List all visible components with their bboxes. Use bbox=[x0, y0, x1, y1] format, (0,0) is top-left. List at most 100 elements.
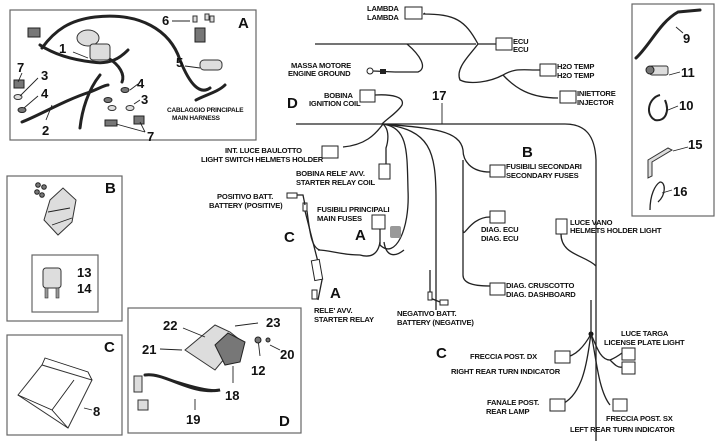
label-main-fuses-en: MAIN FUSES bbox=[317, 214, 362, 223]
callout-18: 18 bbox=[225, 388, 239, 403]
panel-d-starter-relay: D 22 21 23 20 12 18 19 bbox=[127, 307, 302, 434]
panel-c-letter: C bbox=[104, 339, 115, 356]
callout-13: 13 bbox=[77, 265, 91, 280]
label-diag-ecu-it: DIAG. ECU bbox=[481, 225, 519, 234]
connector-starter-relay bbox=[311, 289, 318, 300]
terminal-part bbox=[204, 13, 210, 21]
connector-license-plate-light bbox=[621, 347, 636, 361]
connector-starter-relay-coil bbox=[378, 163, 391, 180]
connector-part bbox=[194, 27, 206, 43]
callout-7: 7 bbox=[147, 129, 154, 144]
connector-ecu bbox=[495, 37, 513, 51]
cable-part bbox=[634, 8, 702, 60]
connector-part bbox=[27, 27, 41, 38]
label-diag-ecu-en: DIAG. ECU bbox=[481, 234, 519, 243]
callout-1: 1 bbox=[59, 41, 66, 56]
label-light-switch-it: INT. LUCE BAULOTTO bbox=[225, 146, 302, 155]
label-engine-ground-en: ENGINE GROUND bbox=[288, 69, 351, 78]
connector-light-switch bbox=[321, 145, 339, 159]
label-secondary-fuses-it: FUSIBILI SECONDARI bbox=[506, 162, 582, 171]
label-injector-it: INIETTORE bbox=[577, 89, 616, 98]
callout-3: 3 bbox=[141, 92, 148, 107]
callout-15: 15 bbox=[688, 137, 702, 152]
connector-main-fuses bbox=[371, 214, 386, 230]
relay-part bbox=[43, 187, 77, 236]
label-battery-negative-en: BATTERY (NEGATIVE) bbox=[397, 318, 474, 327]
callout-17: 17 bbox=[432, 88, 446, 103]
bolt-part bbox=[13, 79, 25, 89]
harness-cable bbox=[40, 14, 212, 92]
clamp-part bbox=[648, 94, 668, 122]
terminal-part bbox=[133, 375, 143, 393]
bracket-part bbox=[647, 147, 674, 179]
label-left-rear-turn-it: FRECCIA POST. SX bbox=[606, 414, 673, 423]
label-lambda-en: LAMBDA bbox=[367, 13, 399, 22]
label-battery-positive-en: BATTERY (POSITIVE) bbox=[209, 201, 283, 210]
fuse-box-icon bbox=[390, 226, 401, 238]
connector-h2o-temp bbox=[539, 63, 557, 77]
panel-a-letter: A bbox=[238, 15, 249, 32]
nut-part bbox=[103, 97, 113, 103]
connector-left-rear-turn bbox=[612, 398, 628, 412]
label-ignition-coil-it: BOBINA bbox=[324, 91, 353, 100]
connector-injector bbox=[559, 90, 577, 104]
callout-2: 2 bbox=[42, 123, 49, 138]
panel-d-letter: D bbox=[279, 413, 290, 430]
label-secondary-fuses-en: SECONDARY FUSES bbox=[506, 171, 579, 180]
zone-letter-c-rear: C bbox=[436, 345, 447, 362]
bolt-part bbox=[104, 119, 118, 127]
connector-ignition-coil bbox=[359, 89, 376, 103]
connector-battery-negative bbox=[439, 299, 449, 306]
callout-19: 19 bbox=[186, 412, 200, 427]
bolt-part bbox=[133, 115, 145, 125]
label-h2o-temp-en: H2O TEMP bbox=[557, 71, 594, 80]
blade-fuse-part bbox=[42, 267, 62, 289]
ground-eyelet bbox=[366, 67, 374, 75]
label-diag-dashboard-it: DIAG. CRUSCOTTO bbox=[506, 281, 574, 290]
panel-b-letter: B bbox=[105, 180, 116, 197]
callout-12: 12 bbox=[251, 363, 265, 378]
washer-part bbox=[107, 105, 117, 111]
label-license-plate-light-it: LUCE TARGA bbox=[621, 329, 669, 338]
callout-23: 23 bbox=[266, 315, 280, 330]
fuse-cap-part bbox=[76, 29, 100, 47]
harness-cable bbox=[106, 56, 125, 84]
harness-cable bbox=[78, 73, 102, 130]
panel-a-caption-en: MAIN HARNESS bbox=[172, 115, 221, 122]
connector-helmets-holder-light bbox=[555, 218, 568, 235]
fuse-holder-part bbox=[89, 43, 111, 61]
terminal-part bbox=[137, 399, 149, 411]
connector-battery-positive bbox=[286, 192, 298, 199]
panel-b-fuses: B 13 14 bbox=[6, 175, 123, 322]
label-starter-relay-coil-en: STARTER RELAY COIL bbox=[296, 178, 376, 187]
callout-22: 22 bbox=[163, 318, 177, 333]
starter-relay-sleeve bbox=[310, 258, 324, 282]
label-diag-dashboard-en: DIAG. DASHBOARD bbox=[506, 290, 576, 299]
panel-a-caption-it: CABLAGGIO PRINCIPALE bbox=[167, 107, 244, 114]
panel-a-frame bbox=[9, 9, 257, 141]
label-battery-negative-it: NEGATIVO BATT. bbox=[397, 309, 456, 318]
label-lambda-it: LAMBDA bbox=[367, 4, 399, 13]
label-h2o-temp-it: H2O TEMP bbox=[557, 62, 594, 71]
callout-8: 8 bbox=[93, 404, 100, 419]
label-ecu-it: ECU bbox=[513, 37, 529, 46]
connector-diag-ecu bbox=[489, 210, 506, 224]
callout-14: 14 bbox=[77, 281, 92, 296]
zone-letter-c: C bbox=[284, 229, 295, 246]
zone-letter-a: A bbox=[355, 227, 366, 244]
label-main-fuses-it: FUSIBILI PRINCIPALI bbox=[317, 205, 390, 214]
label-right-rear-turn-en: RIGHT REAR TURN INDICATOR bbox=[451, 367, 561, 376]
label-right-rear-turn-it: FRECCIA POST. DX bbox=[470, 352, 537, 361]
label-engine-ground-it: MASSA MOTORE bbox=[291, 61, 351, 70]
label-helmets-holder-light-it: LUCE VANO bbox=[570, 218, 613, 227]
label-starter-relay-coil-it: BOBINA RELE' AVV. bbox=[296, 169, 365, 178]
panel-right-accessories: 9 11 10 15 16 bbox=[631, 3, 715, 217]
nut-part bbox=[120, 87, 130, 93]
label-ecu-en: ECU bbox=[513, 45, 529, 54]
connector-license-plate-light bbox=[621, 361, 636, 375]
connector-secondary-fuses bbox=[489, 164, 506, 178]
label-battery-positive-it: POSITIVO BATT. bbox=[217, 192, 273, 201]
terminal-part bbox=[192, 15, 198, 23]
clip-part bbox=[649, 181, 665, 211]
